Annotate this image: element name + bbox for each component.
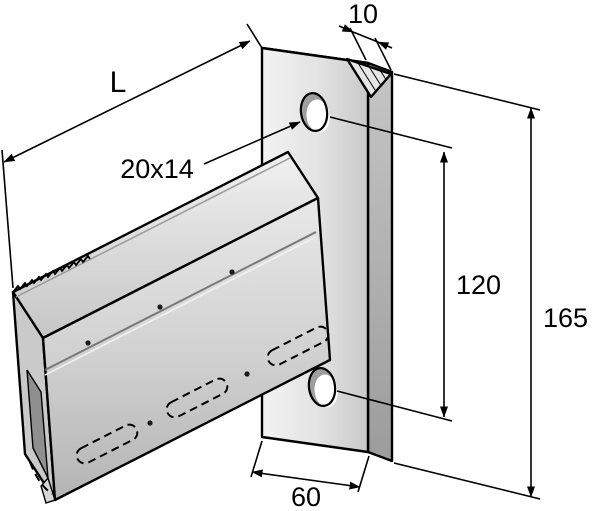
dim-label-hole-spacing: 120 [456,270,501,300]
channel-groove-dark [44,231,317,371]
dimension-thickness: 10 [338,0,393,71]
dimension-width: 60 [250,440,370,511]
channel-front-face [41,196,332,502]
channel-rolled-edge [15,157,291,298]
serration [12,254,91,293]
channel-lip [40,476,56,504]
mounting-dots [85,269,250,426]
hidden-lip-curve [29,461,53,495]
dim-label-width: 60 [291,482,321,511]
dim-label-thickness: 10 [348,0,378,29]
dim-label-length: L [110,66,127,99]
dimension-length: L [1,23,263,289]
dimension-height: 165 [393,73,588,500]
dimension-slot-size: 20x14 [120,121,301,184]
dimension-hole-spacing: 120 [329,116,501,422]
hidden-slot-holes [75,325,330,465]
bottom-slot-hole [307,366,338,408]
chamfer-corner [345,57,393,99]
channel-groove-light [44,236,317,376]
channel-arm [11,150,332,504]
top-slot-hole [299,91,330,133]
plate-side-face [366,61,394,463]
dim-label-slot-size: 20x14 [120,154,194,184]
dim-label-height: 165 [543,303,588,333]
